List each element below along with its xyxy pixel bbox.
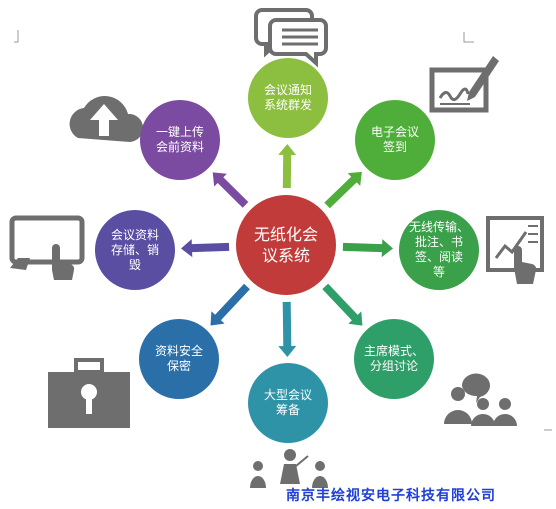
- node-storage: 会议资料 存储、销 毁: [95, 210, 175, 290]
- node-upload: 一键上传 会前资料: [140, 100, 220, 180]
- node-signin-label: 电子会议 签到: [370, 125, 419, 154]
- center-node-label: 无纸化会 议系统: [253, 225, 318, 265]
- node-upload-label: 一键上传 会前资料: [155, 125, 204, 154]
- center-node: 无纸化会 议系统: [236, 195, 336, 295]
- crop-marks: [14, 30, 552, 431]
- company-name: 南京丰绘视安电子科技有限公司: [286, 488, 496, 504]
- arrow-upload: [212, 172, 249, 208]
- node-chair-label: 主席模式、 分组讨论: [363, 344, 424, 373]
- briefcase-lock-icon: [48, 358, 130, 428]
- chart-touch-screen-icon: [486, 216, 544, 284]
- node-notify-label: 会议通知 系统群发: [263, 83, 312, 112]
- arrow-wireless: [342, 239, 393, 258]
- node-security-label: 资料安全 保密: [154, 344, 203, 373]
- group-meeting-icon: [444, 373, 517, 426]
- arrow-storage: [181, 239, 230, 258]
- arrow-notify: [278, 144, 297, 189]
- arrow-security: [210, 283, 250, 326]
- node-wireless: 无线传输、 批注、书 签、阅读 等: [399, 210, 479, 290]
- node-security: 资料安全 保密: [139, 319, 219, 399]
- chat-bubbles-icon: [254, 8, 328, 68]
- node-wireless-label: 无线传输、 批注、书 签、阅读 等: [408, 220, 469, 279]
- node-chair: 主席模式、 分组讨论: [354, 319, 434, 399]
- node-prepare: 大型会议 筹备: [248, 363, 328, 443]
- signature-pen-icon: [429, 56, 499, 113]
- presenter-audience-icon: [250, 449, 328, 488]
- node-notify: 会议通知 系统群发: [248, 58, 328, 138]
- cloud-upload-icon: [69, 96, 144, 142]
- tablet-touch-icon: [9, 215, 85, 280]
- arrow-signin: [324, 171, 362, 209]
- node-prepare-label: 大型会议 筹备: [263, 388, 312, 417]
- node-storage-label: 会议资料 存储、销 毁: [110, 227, 159, 272]
- arrow-chair: [322, 283, 363, 326]
- arrow-prepare: [278, 301, 297, 357]
- node-signin: 电子会议 签到: [355, 100, 435, 180]
